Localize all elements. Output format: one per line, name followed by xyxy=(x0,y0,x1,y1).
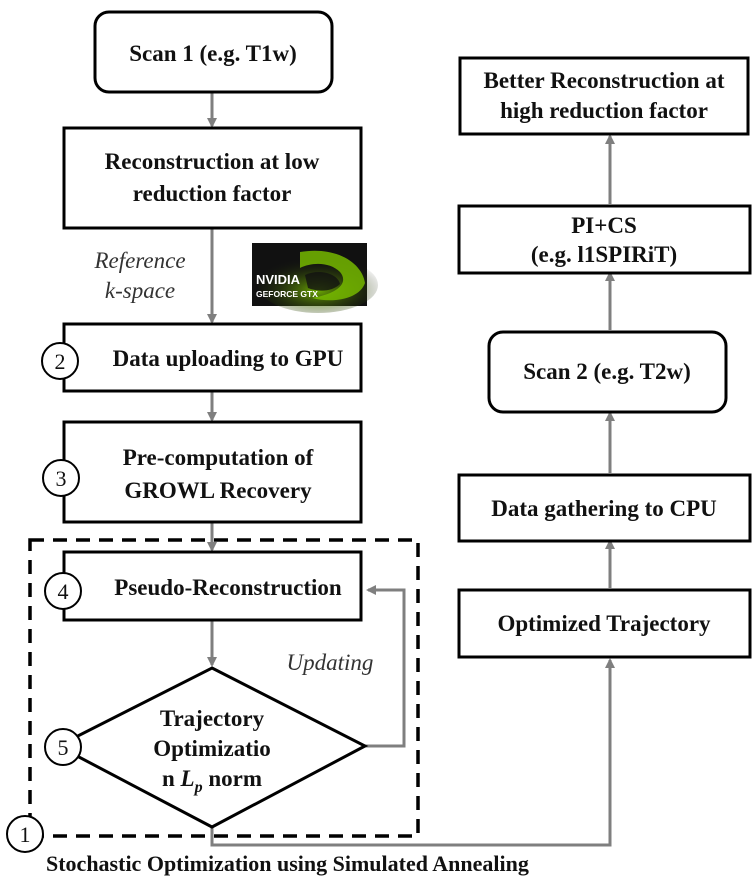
caption: Stochastic Optimization using Simulated … xyxy=(46,851,529,876)
node-pseudo-reconstruction: Pseudo-Reconstruction xyxy=(62,550,363,622)
edge-label-updating: Updating xyxy=(287,650,374,675)
edge-label-reference-2: k-space xyxy=(105,278,175,303)
svg-text:2: 2 xyxy=(55,349,66,374)
nvidia-logo-product: GEFORCE GTX xyxy=(256,289,318,299)
node-scan1: Scan 1 (e.g. T1w) xyxy=(93,10,334,94)
node-pics: PI+CS (e.g. l1SPIRiT) xyxy=(457,204,752,275)
node-optimized-label: Optimized Trajectory xyxy=(497,611,711,636)
optimization-region xyxy=(28,538,420,838)
node-trajectory-line2: Optimizatio xyxy=(153,736,271,761)
node-scan1-label: Scan 1 (e.g. T1w) xyxy=(129,41,297,66)
node-gather-label: Data gathering to CPU xyxy=(491,496,717,521)
node-trajectory-line1: Trajectory xyxy=(160,706,265,731)
svg-text:1: 1 xyxy=(20,822,31,847)
node-scan2-label: Scan 2 (e.g. T2w) xyxy=(523,359,691,384)
node-recon-low-line1: Reconstruction at low xyxy=(105,149,320,174)
svg-text:3: 3 xyxy=(56,466,67,491)
node-recon-low-line2: reduction factor xyxy=(133,181,292,206)
node-precompute-line2: GROWL Recovery xyxy=(124,478,312,503)
node-better-reconstruction: Better Reconstruction at high reduction … xyxy=(458,56,750,136)
step-marker-3: 3 xyxy=(42,459,80,497)
arrow-trajectory-to-optimized xyxy=(210,658,615,847)
svg-text:4: 4 xyxy=(58,579,69,604)
node-upload-label: Data uploading to GPU xyxy=(113,346,344,371)
step-marker-1: 1 xyxy=(6,815,44,853)
node-scan2: Scan 2 (e.g. T2w) xyxy=(487,330,728,414)
step-marker-4: 4 xyxy=(44,572,82,610)
node-pics-line1: PI+CS xyxy=(571,213,637,238)
node-precompute: Pre-computation of GROWL Recovery xyxy=(62,420,363,524)
node-precompute-line1: Pre-computation of xyxy=(123,445,314,470)
arrow-updating-loop xyxy=(365,585,406,748)
node-recon-low: Reconstruction at low reduction factor xyxy=(62,126,363,230)
svg-text:5: 5 xyxy=(58,735,69,760)
node-optimized-trajectory: Optimized Trajectory xyxy=(457,588,752,659)
edge-label-reference-1: Reference xyxy=(93,248,185,273)
node-better-line2: high reduction factor xyxy=(500,98,708,123)
step-marker-2: 2 xyxy=(41,342,79,380)
step-marker-5: 5 xyxy=(44,728,82,766)
node-pics-line2: (e.g. l1SPIRiT) xyxy=(531,242,677,267)
node-better-line1: Better Reconstruction at xyxy=(483,68,724,93)
nvidia-logo-brand: NVIDIA xyxy=(256,272,301,287)
node-upload: Data uploading to GPU xyxy=(62,322,363,393)
node-trajectory-optimization: Trajectory Optimizatio n Lp norm xyxy=(54,666,369,829)
node-data-gathering: Data gathering to CPU xyxy=(457,473,752,543)
node-trajectory-line3: n Lp norm xyxy=(162,766,262,796)
node-pseudo-label: Pseudo-Reconstruction xyxy=(114,575,342,600)
nvidia-logo: NVIDIA GEFORCE GTX xyxy=(252,243,378,313)
